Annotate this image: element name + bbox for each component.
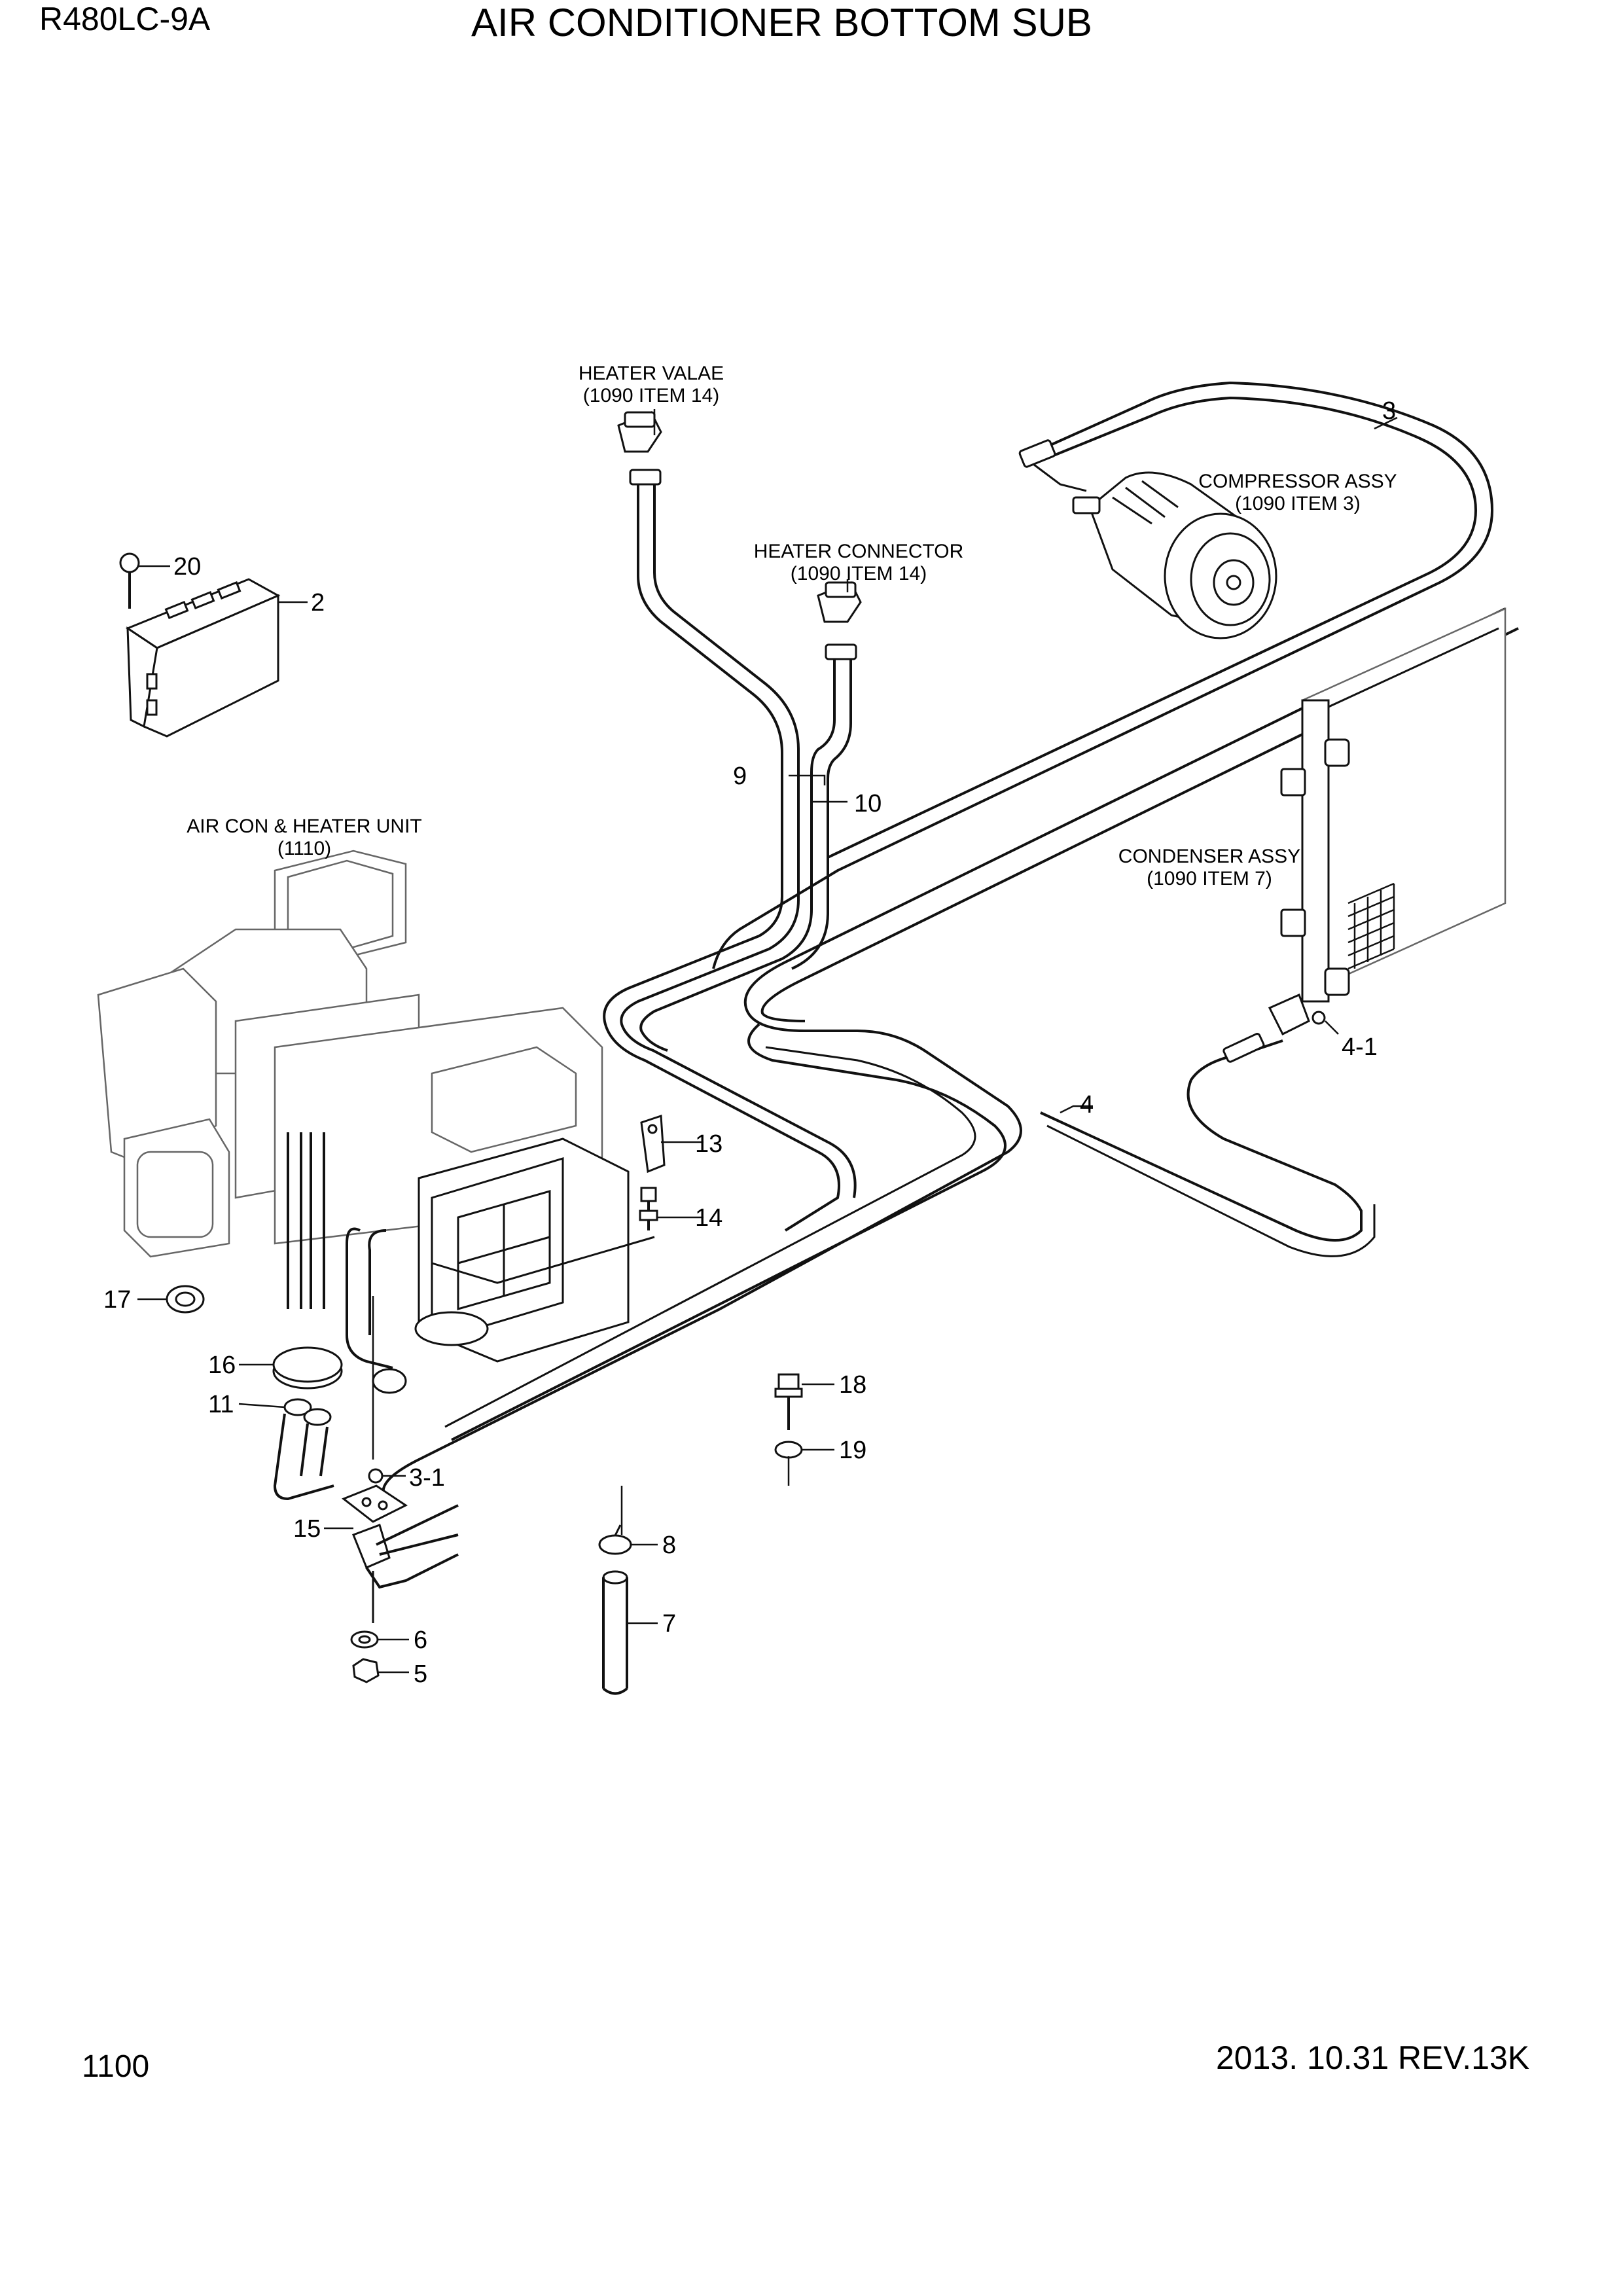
callout-7: 7 — [662, 1610, 676, 1638]
callout-4: 4 — [1080, 1091, 1094, 1119]
condenser-assy-drawing — [1222, 607, 1507, 1063]
callout-3-1: 3-1 — [409, 1464, 445, 1492]
leader-lines — [137, 409, 1398, 1674]
bolt-18 — [774, 1373, 803, 1430]
refrigerant-pipe-4-condenser-loop — [1040, 1039, 1376, 1257]
hose-end-fitting-10 — [825, 643, 857, 660]
page-title: AIR CONDITIONER BOTTOM SUB — [471, 1, 1092, 45]
callout-13: 13 — [695, 1130, 722, 1158]
grommet-16 — [272, 1346, 343, 1390]
heater-valve-name: HEATER VALAE — [579, 363, 724, 384]
o-ring-3-1 — [368, 1468, 383, 1484]
callout-18: 18 — [839, 1371, 866, 1399]
callout-5: 5 — [414, 1660, 427, 1688]
plate-15 — [342, 1484, 408, 1523]
callout-3: 3 — [1382, 397, 1396, 425]
washer-19 — [774, 1441, 803, 1459]
heater-hose-10 — [629, 469, 857, 1052]
callout-9: 9 — [733, 762, 747, 790]
callout-6: 6 — [414, 1626, 427, 1654]
refrigerant-pipe-3 — [712, 381, 1494, 969]
callout-2: 2 — [311, 589, 325, 617]
screw-20 — [119, 552, 140, 609]
hose-clamps-11 — [283, 1398, 332, 1426]
callout-20: 20 — [173, 553, 201, 581]
heater-connector-ref: (1090 ITEM 14) — [791, 563, 927, 584]
hose-clamp-8 — [598, 1524, 632, 1555]
page-number: 1100 — [82, 2049, 150, 2084]
callout-4-1: 4-1 — [1342, 1033, 1378, 1061]
callout-14: 14 — [695, 1204, 722, 1232]
drain-hoses — [273, 1413, 334, 1501]
callout-16: 16 — [208, 1352, 236, 1379]
air-con-heater-unit-drawing — [97, 850, 655, 1394]
compressor-ref: (1090 ITEM 3) — [1235, 493, 1361, 514]
revision-date: 2013. 10.31 REV.13K — [1216, 2039, 1530, 2076]
heater-valve-ref: (1090 ITEM 14) — [583, 385, 719, 406]
clamp-13 — [640, 1114, 666, 1174]
o-ring-4-1 — [1311, 1011, 1326, 1025]
pipe-3-fitting — [1018, 439, 1056, 468]
drain-hose-7 — [602, 1570, 628, 1695]
callout-10: 10 — [854, 790, 882, 817]
callout-15: 15 — [293, 1515, 321, 1543]
callout-17: 17 — [103, 1286, 131, 1314]
hose-end-fitting-9 — [629, 469, 662, 486]
compressor-assy-drawing — [1072, 471, 1277, 639]
condenser-pipe-fitting — [1268, 993, 1310, 1036]
condenser-ref: (1090 ITEM 7) — [1147, 868, 1272, 889]
grommet-17 — [166, 1285, 205, 1314]
control-panel-2 — [125, 578, 281, 738]
callout-8: 8 — [662, 1532, 676, 1559]
bolt-14 — [639, 1187, 658, 1230]
nut-5 — [352, 1658, 380, 1683]
compressor-suction-fitting — [1072, 496, 1101, 514]
aircon-unit-name: AIR CON & HEATER UNIT — [187, 816, 421, 837]
heater-valve-fitting — [617, 411, 662, 453]
aircon-unit-ref: (1110) — [277, 838, 331, 859]
compressor-name: COMPRESSOR ASSY — [1198, 471, 1397, 492]
heater-connector-name: HEATER CONNECTOR — [754, 541, 964, 562]
heater-hose-9 — [603, 471, 857, 1232]
washer-6-hole — [358, 1635, 371, 1644]
heater-connector-fitting — [817, 581, 862, 623]
condenser-name: CONDENSER ASSY — [1118, 846, 1300, 867]
model-number: R480LC-9A — [39, 1, 211, 37]
refrigerant-pipe-4 — [382, 607, 1519, 1500]
block-fitting — [352, 1504, 459, 1623]
callout-19: 19 — [839, 1437, 866, 1464]
callout-11: 11 — [208, 1391, 234, 1418]
